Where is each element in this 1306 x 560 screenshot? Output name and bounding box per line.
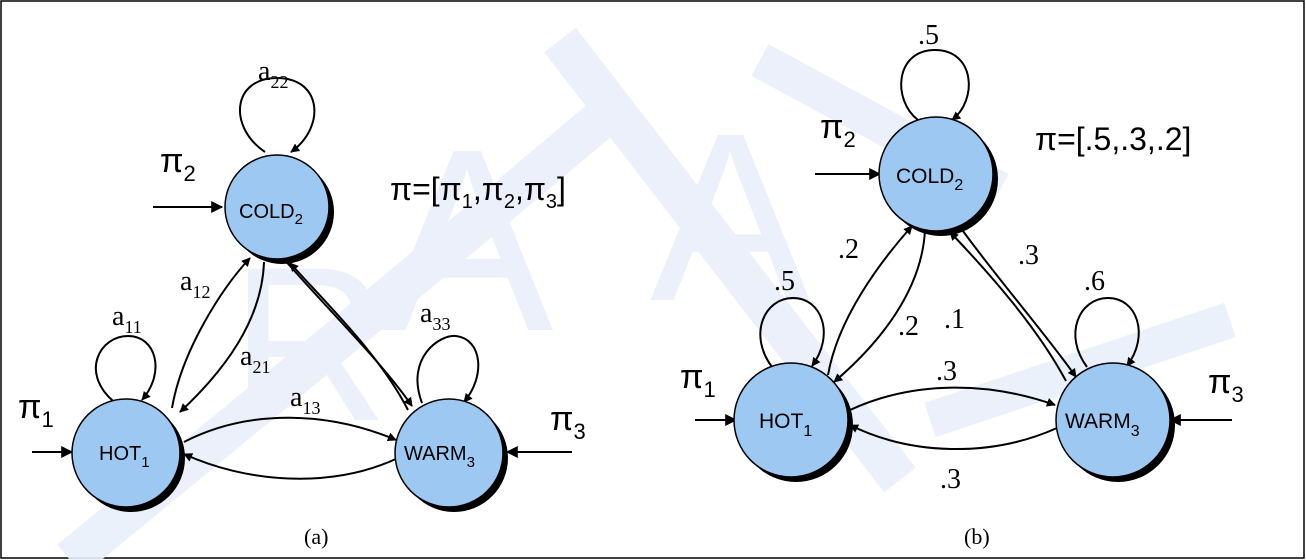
edge-label-a13: a13 <box>290 382 320 418</box>
start-label-a-hot: π1 <box>18 388 54 432</box>
edge-label-b-warm-to-hot: .3 <box>940 464 961 495</box>
node-circle <box>733 362 849 478</box>
edge-b-warm-self <box>1074 296 1140 368</box>
edge-b-cold-self <box>900 48 970 121</box>
edge-b-cold-to-hot <box>833 229 926 383</box>
edge-a-cold-to-warm <box>282 257 413 407</box>
edge-label-b-hot-to-cold: .2 <box>838 234 859 265</box>
watermark-stroke-4 <box>924 302 1236 438</box>
watermark: A R A <box>57 27 1236 560</box>
node-circle <box>71 398 181 508</box>
start-label-a-warm: π3 <box>550 400 586 444</box>
edge-label-a12: a12 <box>180 266 210 302</box>
watermark-glyph-2: R <box>230 221 389 467</box>
edge-a-hot-to-cold <box>171 257 251 409</box>
edge-a-hot-to-warm <box>183 416 397 443</box>
edge-b-warm-to-cold <box>949 231 1067 382</box>
pi-vector-a: π=[π1,π2,π3] <box>390 171 566 213</box>
node-circle <box>394 398 504 508</box>
edge-a-warm-to-cold <box>289 262 409 411</box>
node-label-b-cold: COLD2 <box>896 165 963 194</box>
start-label-a-cold: π2 <box>160 142 196 186</box>
edge-label-b-warm-to-cold: .1 <box>944 304 965 335</box>
edge-label-b-cold-self: .5 <box>918 20 939 51</box>
node-b-warm: WARM3 <box>1055 362 1175 482</box>
node-label-a-cold: COLD2 <box>239 201 303 228</box>
caption-a: (a) <box>304 524 328 549</box>
start-label-b-cold: π2 <box>820 108 856 152</box>
edge-label-a33: a33 <box>420 298 450 334</box>
edge-b-hot-self <box>759 296 825 368</box>
edge-label-b-cold-to-hot: .2 <box>898 311 919 342</box>
node-a-cold: COLD2 <box>224 154 334 264</box>
edge-a-hot-self <box>94 334 157 402</box>
node-label-b-warm: WARM3 <box>1065 410 1140 440</box>
node-circle <box>1055 362 1171 478</box>
edge-b-hot-to-cold <box>827 225 913 376</box>
node-circle <box>224 154 330 260</box>
node-label-a-warm: WARM3 <box>404 443 475 471</box>
node-b-hot: HOT1 <box>733 362 853 482</box>
edge-b-hot-to-warm <box>849 386 1056 411</box>
start-label-b-hot: π1 <box>680 358 716 402</box>
watermark-glyph-3: A <box>650 83 810 351</box>
node-circle <box>878 116 994 232</box>
edge-a-warm-to-hot <box>183 453 399 480</box>
panel-b: COLD2 HOT1 WARM3 π2 π1 π3 π=[.5,.3,.2] .… <box>680 20 1244 549</box>
caption-b: (b) <box>964 524 990 549</box>
edge-label-a11: a11 <box>112 301 142 337</box>
edge-label-b-warm-self: .6 <box>1084 266 1105 297</box>
node-a-hot: HOT1 <box>71 398 185 512</box>
pi-vector-b: π=[.5,.3,.2] <box>1035 121 1191 157</box>
panel-a: COLD2 HOT1 WARM3 π2 π1 π3 π=[π1,π2,π3] a… <box>18 56 586 549</box>
edge-label-b-hot-self: .5 <box>774 266 795 297</box>
edge-b-warm-to-hot <box>849 424 1058 451</box>
edge-a-warm-self <box>416 334 480 404</box>
edge-b-cold-to-warm <box>959 226 1077 378</box>
node-b-cold: COLD2 <box>878 116 998 236</box>
edge-label-b-cold-to-warm: .3 <box>1018 240 1039 271</box>
node-label-b-hot: HOT1 <box>759 410 812 440</box>
edge-label-b-hot-to-warm: .3 <box>936 356 957 387</box>
edge-a-cold-to-hot <box>179 261 265 413</box>
edge-label-a21: a21 <box>240 341 270 377</box>
edge-a-cold-self <box>239 76 316 153</box>
start-label-b-warm: π3 <box>1208 363 1244 407</box>
edge-label-a22: a22 <box>258 56 288 92</box>
watermark-glyph-1: A <box>380 96 555 386</box>
node-a-warm: WARM3 <box>394 398 508 512</box>
node-label-a-hot: HOT1 <box>99 443 150 471</box>
